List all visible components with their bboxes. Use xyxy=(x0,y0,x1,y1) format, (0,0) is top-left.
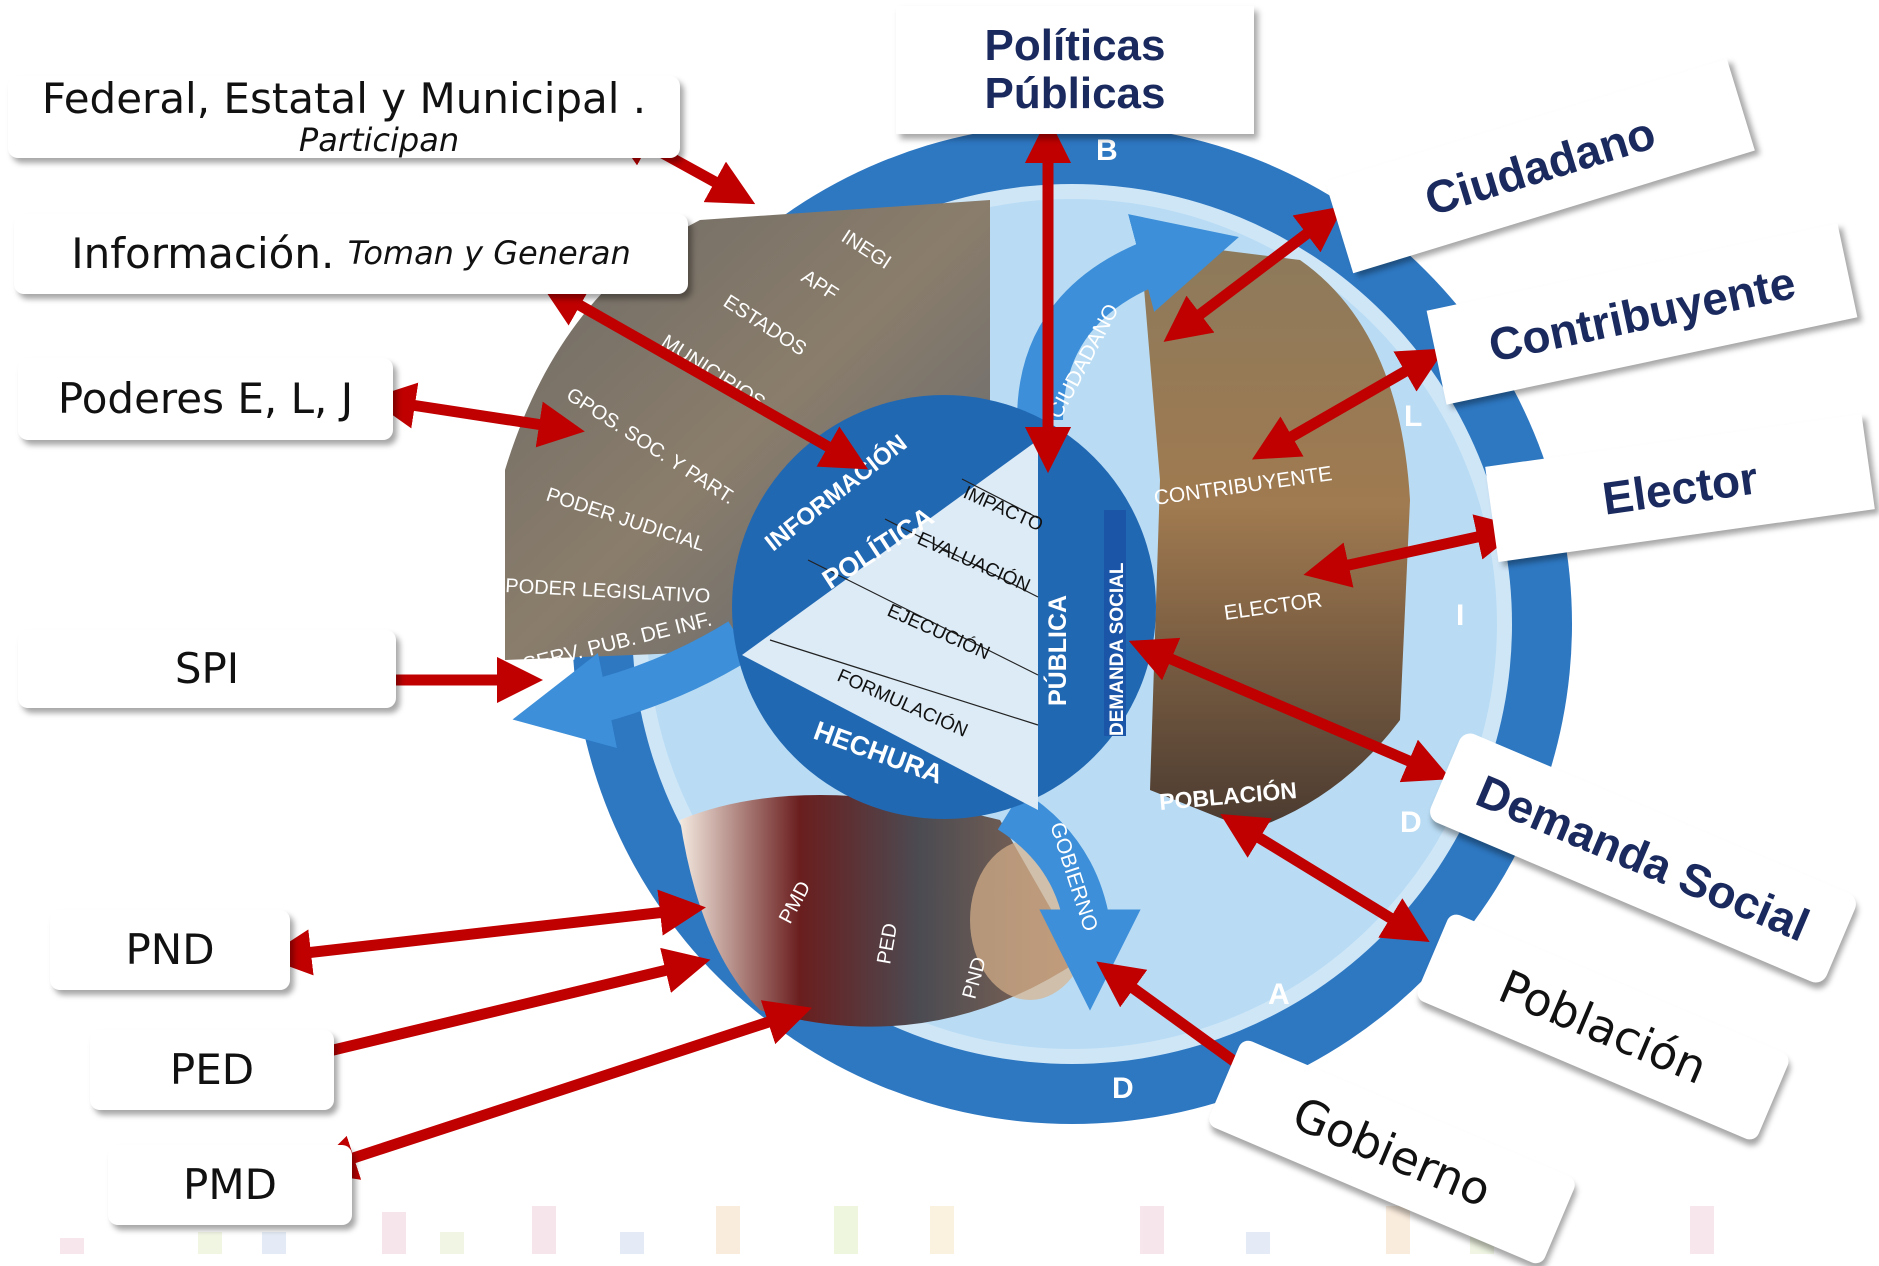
box-ped-text: PED xyxy=(169,1044,255,1094)
box-politicas-line2: Públicas xyxy=(984,69,1166,118)
red-arrow-poblacion xyxy=(1220,813,1430,943)
process-triangle xyxy=(742,440,1038,810)
box-pnd: PND xyxy=(50,910,290,990)
triangle-divider xyxy=(807,559,1039,676)
arrow-serv-pub xyxy=(512,621,752,748)
red-arrow-contribuyente xyxy=(1251,348,1446,460)
red-arrow-elector xyxy=(1303,514,1523,588)
box-politicas-line1: Políticas xyxy=(984,20,1166,70)
box-politicas-publicas: Políticas Públicas xyxy=(896,6,1254,134)
red-arrow-ped xyxy=(277,947,711,1076)
box-informacion: Información. Toman y Generan xyxy=(14,214,688,294)
triangle-divider xyxy=(884,518,1039,598)
triangle-divider xyxy=(769,639,1039,726)
ring-letter: L xyxy=(1404,400,1422,433)
red-arrow-pmd xyxy=(310,1000,812,1180)
red-arrow-demanda xyxy=(1128,637,1452,783)
triangle-divider xyxy=(961,478,1039,519)
demanda-band-bg xyxy=(1104,510,1126,736)
ring-letter: D xyxy=(1112,1072,1134,1105)
decorative-squares xyxy=(60,1206,1714,1254)
red-arrow-pnd xyxy=(265,889,706,976)
box-spi-text: SPI xyxy=(174,643,240,693)
ring-letter: D xyxy=(1400,806,1422,839)
band-demanda-social: DEMANDA SOCIAL xyxy=(1107,562,1128,736)
box-pmd: PMD xyxy=(108,1145,352,1225)
photo-sector-flag xyxy=(680,795,1080,1027)
red-arrow-informacion xyxy=(539,282,869,470)
ring-letter: A xyxy=(1268,978,1290,1011)
box-poderes-text: Poderes E, L, J xyxy=(57,373,354,423)
box-ped: PED xyxy=(90,1030,334,1110)
box-elector-text: Elector xyxy=(1599,451,1761,525)
ring-letter: B xyxy=(480,772,502,805)
sector-publica: PÚBLICA xyxy=(1042,595,1072,706)
arrow-gobierno xyxy=(997,790,1141,1011)
box-pnd-text: PND xyxy=(125,924,215,974)
box-informacion-sub: Toman y Generan xyxy=(347,234,631,273)
box-federal-main: Federal, Estatal y Municipal . xyxy=(41,74,647,124)
box-poderes: Poderes E, L, J xyxy=(18,358,393,440)
ring-letter: I xyxy=(1456,599,1464,632)
ring-letter: E xyxy=(460,560,480,593)
box-informacion-main: Información. xyxy=(71,228,335,278)
box-pmd-text: PMD xyxy=(183,1159,277,1209)
ring-letter: B xyxy=(1096,134,1118,167)
ring-letter: R xyxy=(520,356,542,389)
ring-letter: G xyxy=(790,1072,813,1105)
red-arrow-ciudadano xyxy=(1163,206,1344,342)
box-federal-estatal-municipal: Federal, Estatal y Municipal . Participa… xyxy=(8,76,680,158)
box-federal-sub: Participan xyxy=(298,120,460,159)
red-arrow-poderes xyxy=(369,382,585,448)
box-spi: SPI xyxy=(18,630,396,708)
